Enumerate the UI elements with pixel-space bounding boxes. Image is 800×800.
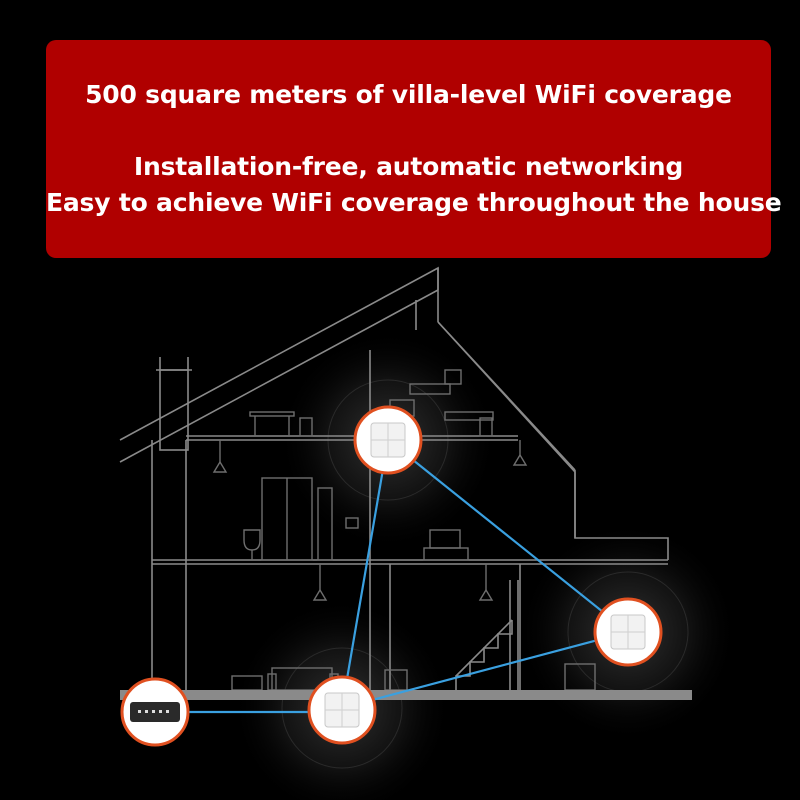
link-upper-right [387,439,629,633]
headline-banner: 500 square meters of villa-level WiFi co… [46,40,782,258]
mesh-node-upper [353,405,423,475]
mesh-node-lower [307,675,377,745]
link-right-lower [341,630,629,710]
house-outline [119,266,669,690]
ground-slab [120,690,692,700]
link-upper-lower [340,439,390,709]
modem-icon [120,677,190,747]
banner-headline: 500 square meters of villa-level WiFi co… [85,80,732,109]
banner-line-installation: Installation-free, automatic networking [133,152,684,181]
banner-line-coverage: Easy to achieve WiFi coverage throughout… [46,188,782,217]
mesh-node-right [593,597,663,667]
coverage-glows [232,330,738,800]
